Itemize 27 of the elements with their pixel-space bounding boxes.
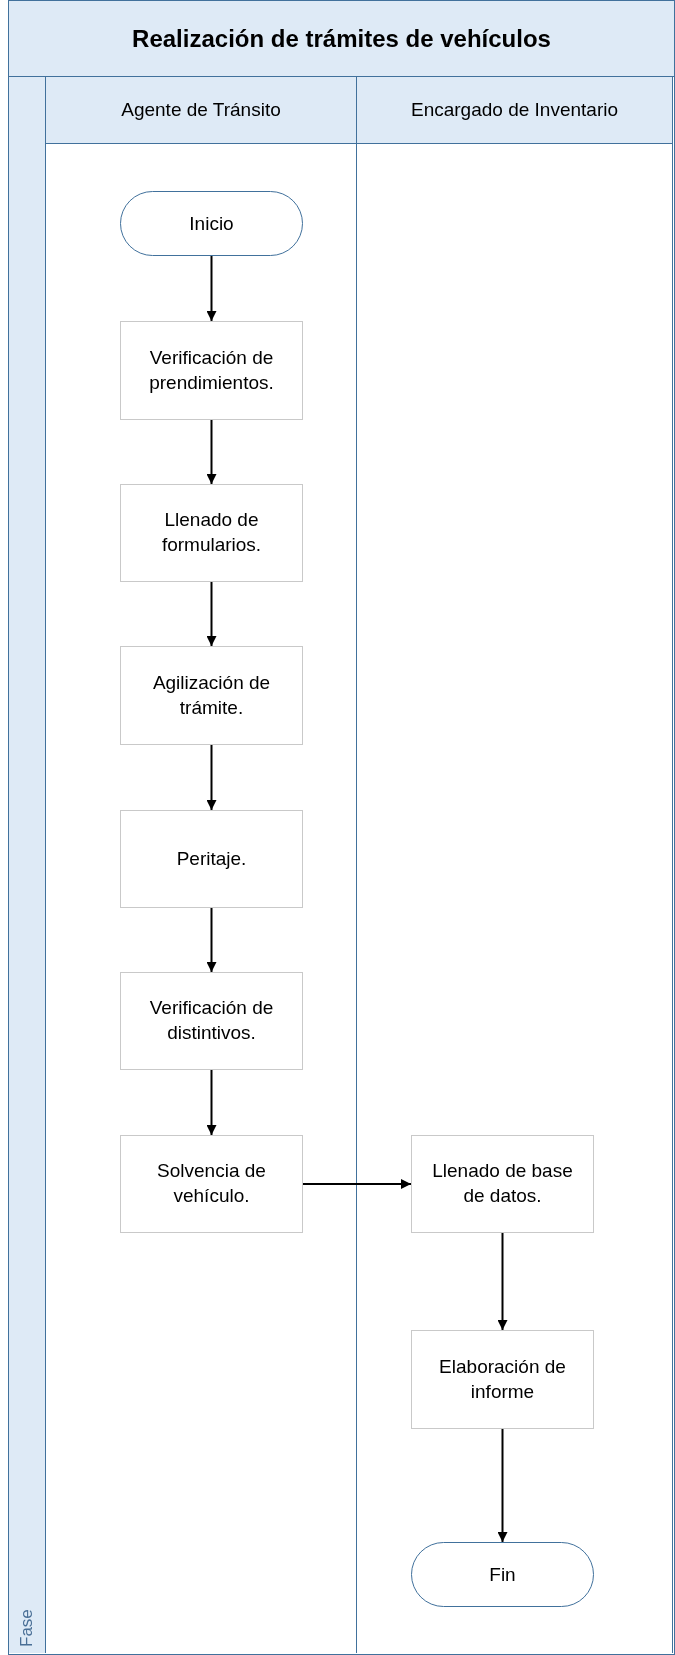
pool-title: Realización de trámites de vehículos [9, 1, 674, 77]
swimlane-pool [8, 0, 675, 1655]
process-box: Solvencia de vehículo. [120, 1135, 303, 1233]
process-box: Llenado de base de datos. [411, 1135, 594, 1233]
phase-band [9, 77, 46, 1653]
swimlane [46, 77, 357, 1653]
process-box: Elaboración de informe [411, 1330, 594, 1429]
arrow [206, 907, 217, 973]
process-box: Agilización de trámite. [120, 646, 303, 745]
process-box: Verificación de distintivos. [120, 972, 303, 1070]
arrow [206, 255, 217, 322]
arrow [206, 581, 217, 647]
arrow [497, 1232, 508, 1331]
process-box: Peritaje. [120, 810, 303, 908]
terminal-shape: Fin [411, 1542, 594, 1607]
process-box: Llenado de formularios. [120, 484, 303, 582]
process-box: Verificación de prendimientos. [120, 321, 303, 420]
arrow [206, 744, 217, 811]
arrow [206, 419, 217, 485]
phase-label: Fase [17, 1609, 37, 1647]
terminal-shape: Inicio [120, 191, 303, 256]
arrow [497, 1428, 508, 1543]
lane-title: Encargado de Inventario [410, 99, 618, 121]
lane-title: Agente de Tránsito [121, 99, 281, 121]
swimlane [357, 77, 673, 1653]
arrow [206, 1069, 217, 1136]
arrow [302, 1179, 412, 1189]
